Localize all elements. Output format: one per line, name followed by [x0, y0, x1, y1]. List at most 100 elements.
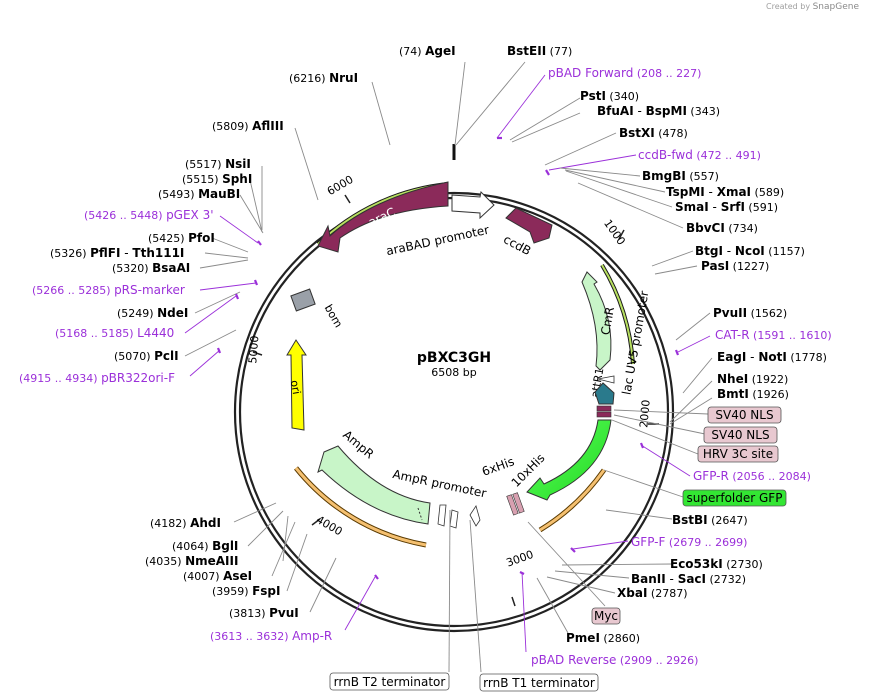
site-label-banII[interactable]: BanII - SacI (2732): [631, 572, 746, 586]
leader-pcli: [184, 329, 237, 357]
site-label-tspmi[interactable]: TspMI - XmaI (589): [666, 185, 784, 199]
lac-promoter-small-arrow[interactable]: [597, 375, 615, 384]
ori-arrow[interactable]: [286, 339, 307, 431]
tick-4000: 4000: [314, 513, 345, 538]
site-label-bstxi[interactable]: BstXI (478): [619, 126, 688, 140]
box-sv40b[interactable]: [703, 426, 778, 444]
site-label-pbadrev[interactable]: pBAD Reverse (2909 .. 2926): [531, 653, 698, 667]
site-label-aseI[interactable]: (4007) AseI: [183, 569, 252, 583]
site-pbr322: [216, 347, 222, 354]
site-label-gfpf[interactable]: GFP-F (2679 .. 2699): [631, 535, 747, 549]
site-label-xbaI[interactable]: XbaI (2787): [617, 586, 687, 600]
sv40-nls-2-box[interactable]: [596, 411, 612, 418]
site-label-btgI[interactable]: BtgI - NcoI (1157): [695, 244, 805, 258]
arabad-promoter-arrow[interactable]: [451, 190, 495, 220]
site-label-ampr_primer[interactable]: (3613 .. 3632) Amp-R: [210, 629, 332, 643]
site-xbaI-pos: (2787): [647, 587, 687, 600]
site-label-ageI[interactable]: (74) AgeI: [399, 44, 456, 58]
site-label-pstI[interactable]: PstI (340): [580, 89, 639, 103]
arac-arrow[interactable]: [317, 181, 449, 253]
leader-pvuii: [675, 312, 711, 341]
ampr-promoter-arrow[interactable]: [437, 504, 447, 527]
box-hrv[interactable]: [697, 445, 779, 463]
site-label-maubi[interactable]: (5493) MauBI: [158, 187, 240, 201]
site-label-eco53ki[interactable]: Eco53kI (2730): [670, 557, 763, 571]
site-pgex3-pos: (5426 .. 5448): [84, 209, 166, 222]
site-label-eagI[interactable]: EagI - NotI (1778): [717, 350, 827, 364]
rrnb-t2-arrow[interactable]: [449, 509, 459, 529]
bom-box[interactable]: [290, 288, 316, 312]
site-label-pclI[interactable]: (5070) PclI: [114, 349, 179, 363]
site-pmeI-name: PmeI: [566, 631, 600, 645]
site-label-bstbi[interactable]: BstBI (2647): [672, 513, 748, 527]
superfolder-gfp-arrow[interactable]: [526, 419, 612, 501]
site-label-gfpr[interactable]: GFP-R (2056 .. 2084): [693, 469, 811, 483]
site-label-ccdbfwd[interactable]: ccdB-fwd (472 .. 491): [638, 148, 761, 162]
site-pflfi-name: PflFI: [90, 246, 120, 260]
site-label-pgex3[interactable]: (5426 .. 5448) pGEX 3': [84, 208, 214, 222]
site-label-bsaai[interactable]: (5320) BsaAI: [112, 261, 190, 275]
leader-myc: [527, 521, 606, 607]
site-label-bfuai[interactable]: BfuAI - BspMI (343): [597, 104, 720, 118]
site-label-sphI[interactable]: (5515) SphI: [182, 172, 252, 186]
site-label-pflfi[interactable]: (5326) PflFI - Tth111I: [50, 246, 184, 260]
leader-sv40a: [613, 409, 709, 415]
ori-label: ori: [288, 379, 303, 395]
site-label-pbr322[interactable]: (4915 .. 4934) pBR322ori-F: [19, 371, 175, 385]
site-gfpr-name: GFP-R: [693, 469, 729, 483]
his10-box[interactable]: [506, 494, 519, 516]
site-label-bbvci[interactable]: BbvCI (734): [686, 221, 758, 235]
site-label-bsteii[interactable]: BstEII (77): [507, 44, 572, 58]
rrnb-t1-arrow[interactable]: [469, 505, 481, 527]
site-label-afliii[interactable]: (5809) AflIII: [212, 119, 284, 133]
site-label-pbadfwd[interactable]: pBAD Forward (208 .. 227): [548, 66, 701, 80]
tick-4000-mark: [311, 518, 321, 526]
site-label-prsmarker[interactable]: (5266 .. 5285) pRS-marker: [32, 283, 185, 297]
sv40-nls-1-box[interactable]: [596, 405, 612, 412]
box-sfgfp[interactable]: [682, 489, 787, 507]
site-label-pasI[interactable]: PasI (1227): [701, 259, 769, 273]
primer-sites: [216, 136, 680, 580]
site-pgex3-name: pGEX 3': [166, 208, 213, 222]
site-label-catr[interactable]: CAT-R (1591 .. 1610): [715, 328, 832, 342]
leader-btgi: [651, 250, 694, 267]
attr1-arrow[interactable]: [594, 382, 615, 405]
site-pfoI-name: PfoI: [188, 231, 215, 245]
leader-sphi: [249, 179, 263, 233]
box-t2[interactable]: [329, 672, 450, 691]
site-label-pvuII[interactable]: PvuII (1562): [713, 306, 787, 320]
site-eagI-pos: (1778): [787, 351, 827, 364]
box-t1[interactable]: [479, 673, 599, 692]
site-amprprimer: [374, 574, 379, 580]
site-label-ahdI[interactable]: (4182) AhdI: [150, 516, 221, 530]
site-l4440: [234, 293, 240, 300]
site-label-bmgbi[interactable]: BmgBI (557): [642, 169, 719, 183]
site-label-pfoI[interactable]: (5425) PfoI: [148, 231, 215, 245]
site-label-l4440[interactable]: (5168 .. 5185) L4440: [55, 326, 174, 340]
site-label-fspI[interactable]: (3959) FspI: [212, 584, 280, 598]
site-label-nmeaiii[interactable]: (4035) NmeAIII: [145, 554, 238, 568]
site-pbadfwd-name: pBAD Forward: [548, 66, 633, 80]
box-sv40a[interactable]: [707, 406, 782, 424]
ampr-arrow[interactable]: [317, 445, 431, 525]
site-label-nruI[interactable]: (6216) NruI: [289, 71, 358, 85]
site-label-pmeI[interactable]: PmeI (2860): [566, 631, 640, 645]
leader-ccdbfwd: [548, 154, 637, 171]
his6-box[interactable]: [512, 492, 525, 514]
site-label-ndeI[interactable]: (5249) NdeI: [117, 306, 188, 320]
box-myc[interactable]: [591, 607, 621, 625]
site-label-pvuI[interactable]: (3813) PvuI: [229, 606, 299, 620]
site-label-nsiI[interactable]: (5517) NsiI: [185, 157, 251, 171]
site-label-bmtI[interactable]: BmtI (1926): [717, 387, 789, 401]
ccdb-arrow[interactable]: [505, 207, 553, 244]
site-label-nheI[interactable]: NheI (1922): [717, 372, 788, 386]
site-label-bglI[interactable]: (4064) BglI: [172, 539, 238, 553]
site-aseI-pos: (4007): [183, 570, 223, 583]
site-ndeI-pos: (5249): [117, 307, 157, 320]
cmr-arrow[interactable]: [581, 271, 612, 371]
site-afliii-pos: (5809): [212, 120, 252, 133]
leader-catr: [677, 335, 711, 353]
site-bstxi-pos: (478): [655, 127, 688, 140]
site-label-smaI[interactable]: SmaI - SrfI (591): [675, 200, 778, 214]
